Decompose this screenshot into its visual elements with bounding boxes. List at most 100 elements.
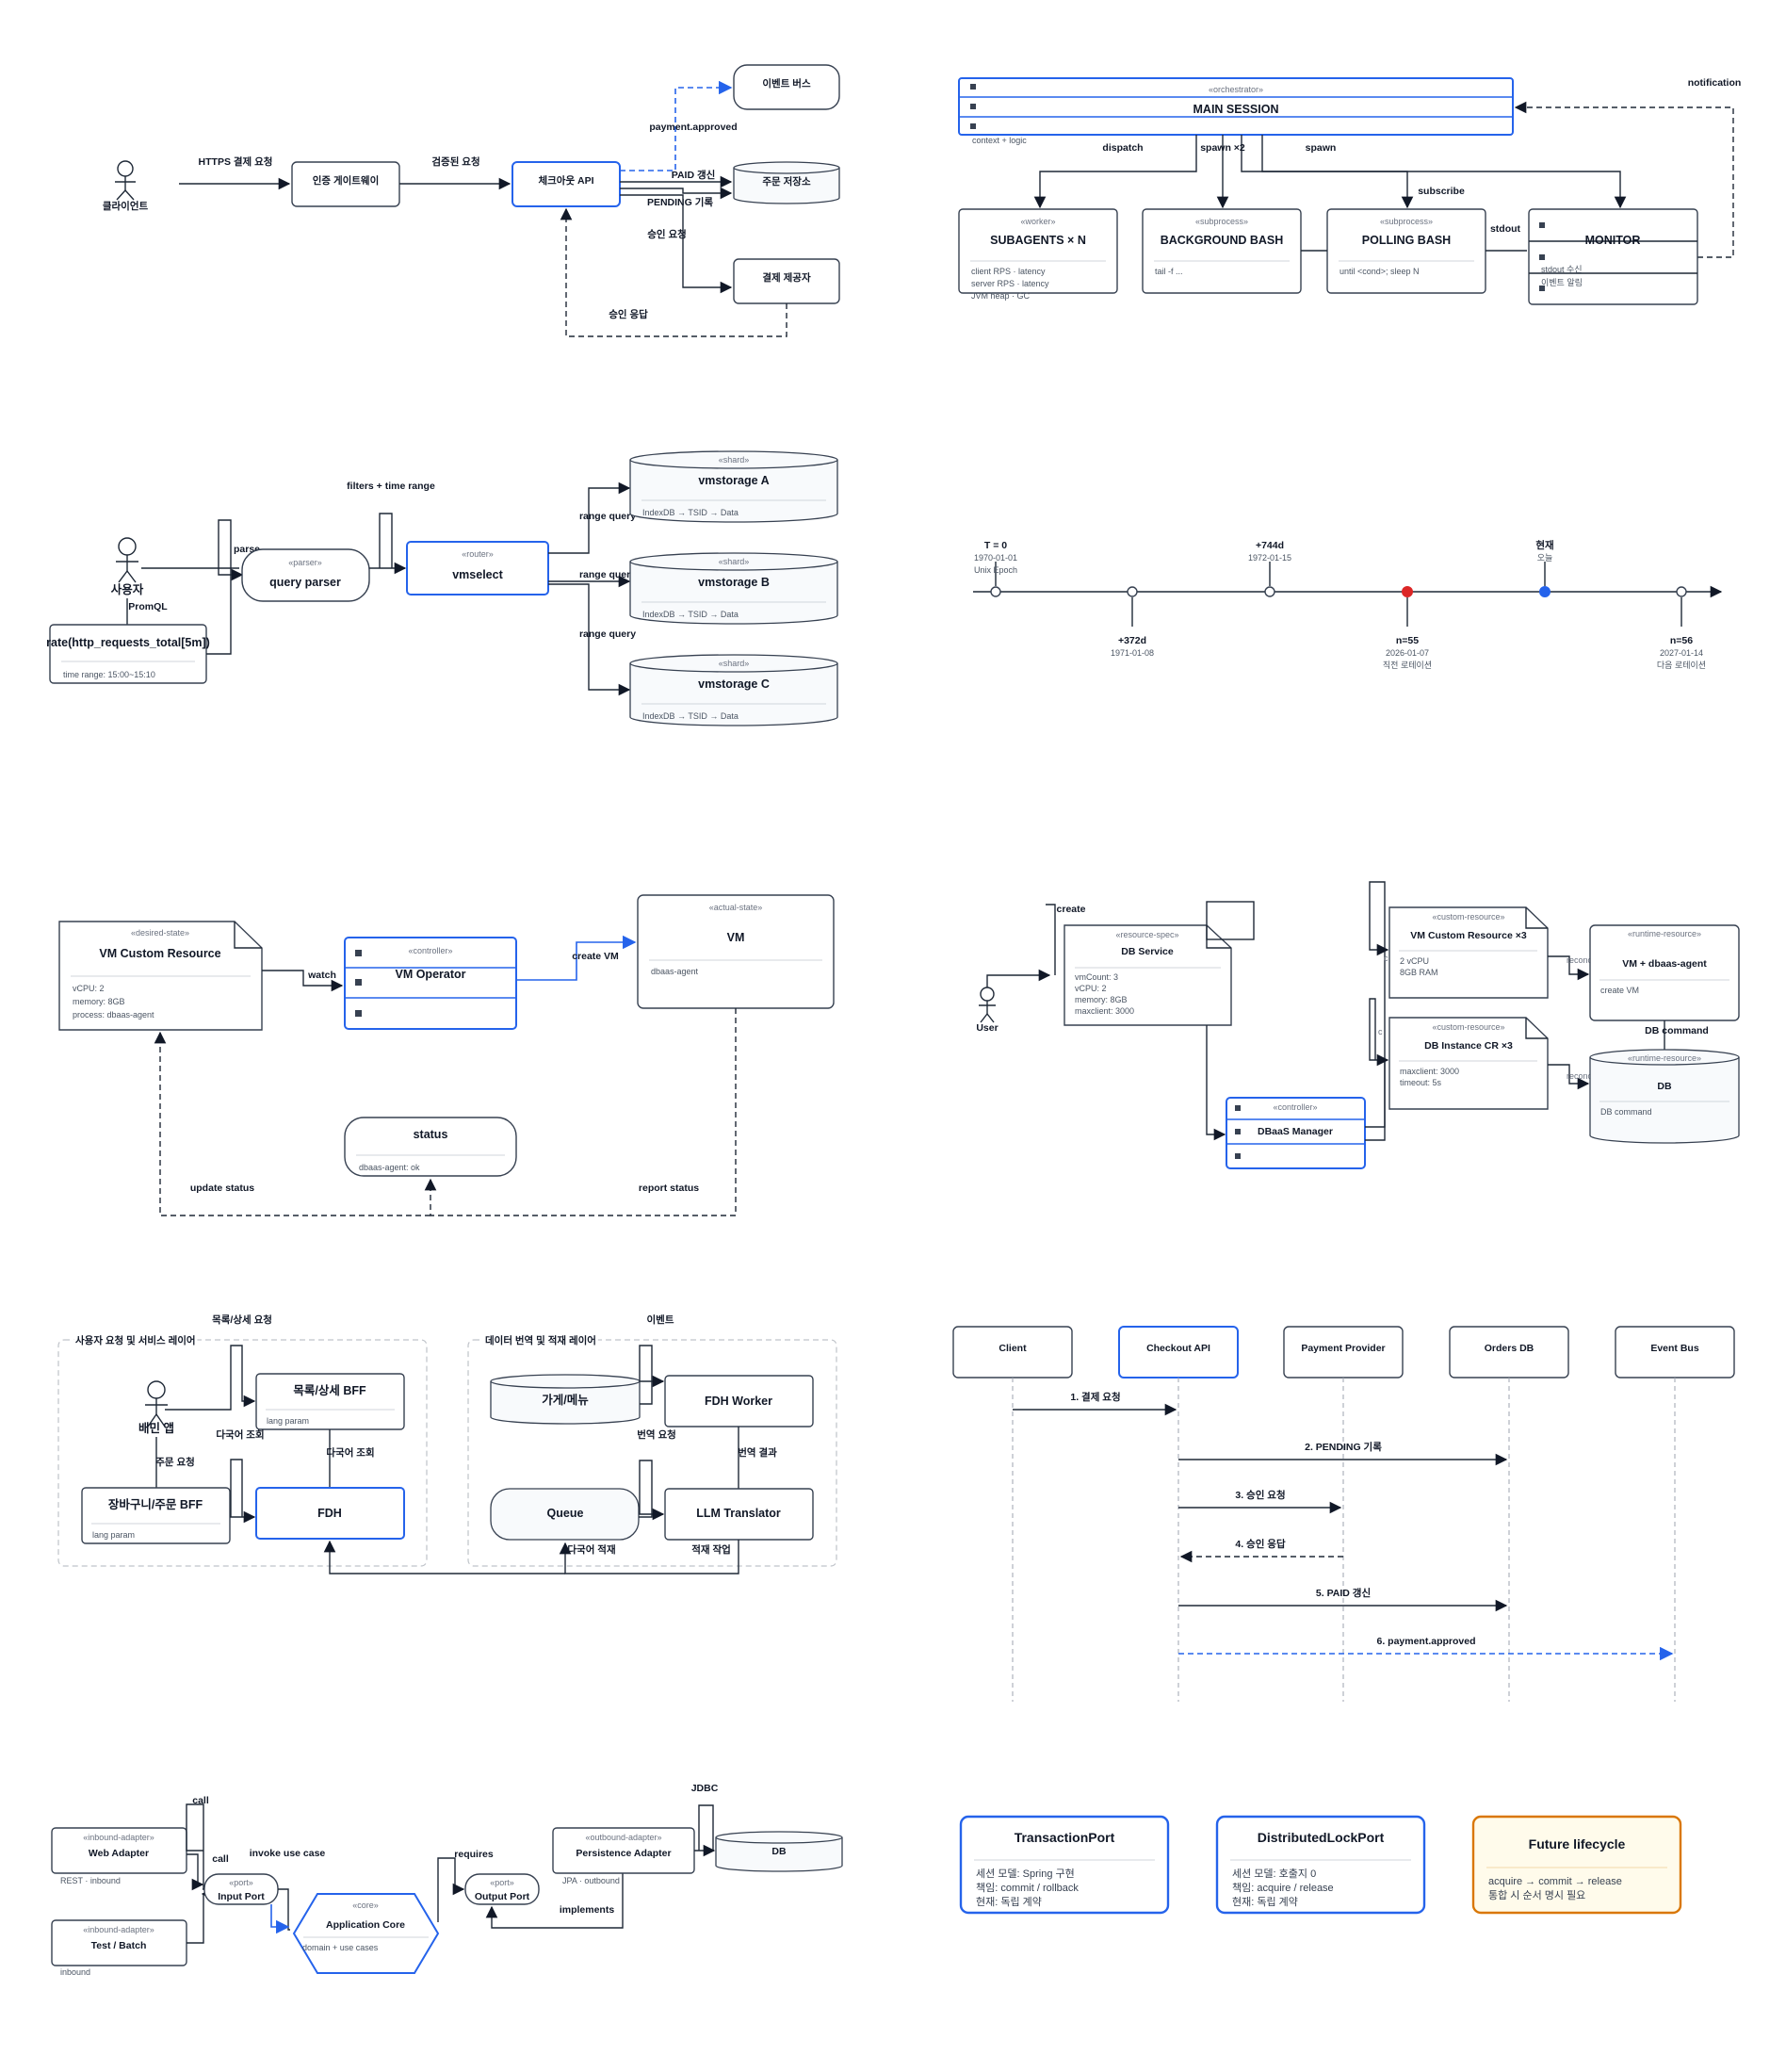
checkout-api-label: 체크아웃 API [538, 174, 593, 187]
diagram-timeline: T = 0 1970-01-01 Unix Epoch +372d 1971-0… [973, 539, 1723, 670]
edge-manager-dbcr [1365, 998, 1389, 1141]
filters-label: filters + time range [347, 481, 435, 492]
application-core-hex [292, 1893, 440, 1974]
monitor-box [1528, 208, 1698, 305]
output-port-title: Output Port [475, 1891, 530, 1902]
db-runtime-title: DB [1657, 1081, 1672, 1092]
edge-jdbc [694, 1804, 716, 1857]
group-data-layer [467, 1339, 837, 1567]
dispatch-label: dispatch [1102, 142, 1143, 154]
transaction-port-line2: 책임: commit / rollback [976, 1882, 1079, 1894]
distributed-lock-line1: 세션 모델: 호출지 0 [1232, 1868, 1316, 1880]
subagents-line1: client RPS · latency [971, 267, 1046, 276]
store-menu-label: 가게/메뉴 [542, 1393, 589, 1407]
monitor-line1: stdout 수신 [1541, 265, 1583, 274]
core-stereotype: «core» [352, 1901, 379, 1910]
diagram-sequence: Client Checkout API Payment Provider Ord… [952, 1326, 1735, 1702]
edge-pending [620, 187, 733, 200]
subagents-stereotype: «worker» [1020, 217, 1055, 226]
monitor-title: MONITOR [1585, 234, 1641, 247]
test-batch-title: Test / Batch [91, 1940, 147, 1951]
output-port-box [464, 1873, 540, 1905]
point4-label: n=55 [1396, 635, 1419, 646]
dbaas-manager-title: DBaaS Manager [1258, 1126, 1333, 1137]
vm-cr3-box [1388, 906, 1549, 999]
edge-parse [206, 519, 244, 655]
list-request-label: 목록/상세 요청 [212, 1313, 272, 1326]
db-runtime-line1: DB command [1600, 1107, 1652, 1117]
input-port-title: Input Port [218, 1891, 265, 1902]
vmselect-box [406, 541, 549, 595]
spawn-label: spawn [1306, 142, 1337, 154]
point4-note: 직전 로테이션 [1383, 661, 1432, 670]
bff-list-line1: lang param [267, 1416, 309, 1426]
point6-date: 2027-01-14 [1660, 648, 1703, 658]
point1-date: 1970-01-01 [974, 553, 1017, 563]
subagents-box [958, 208, 1118, 294]
edge-event [639, 1345, 665, 1405]
dbaas-user-label: User [976, 1022, 998, 1034]
db-runtime-stereotype: «runtime-resource» [1628, 1053, 1701, 1063]
group-user-layer-label: 사용자 요청 및 서비스 레이어 [75, 1334, 196, 1346]
web-adapter-title: Web Adapter [89, 1848, 149, 1859]
parser-label: query parser [269, 576, 341, 589]
edge-load-job [559, 1540, 739, 1574]
status-box [344, 1117, 517, 1177]
gateway-label: 인증 게이트웨이 [313, 174, 380, 187]
diagram-main-session: «orchestrator» MAIN SESSION context + lo… [958, 77, 1741, 305]
persistence-title: Persistence Adapter [576, 1848, 671, 1859]
stdout-label: stdout [1490, 223, 1521, 235]
bff-cart-box [81, 1487, 231, 1544]
edge-approve-resp-label: 승인 응답 [609, 308, 648, 320]
point5-label: 현재 [1535, 539, 1553, 551]
vm-cr-line3: process: dbaas-agent [73, 1010, 154, 1020]
diagram-hexagonal: «inbound-adapter» Web Adapter REST · inb… [51, 1783, 843, 1977]
polling-bash-title: POLLING BASH [1362, 234, 1451, 247]
future-lifecycle-line2: 통합 시 순서 명시 필요 [1488, 1889, 1585, 1901]
edge-watch [262, 970, 344, 992]
translate-req-label: 번역 요청 [637, 1428, 676, 1441]
edge-multi-lookup-2 [230, 1459, 256, 1524]
participant-provider-label: Payment Provider [1301, 1343, 1385, 1354]
event-bus-label: 이벤트 버스 [762, 77, 811, 90]
client-label: 클라이언트 [103, 200, 149, 212]
query-time-range: time range: 15:00~15:10 [63, 670, 155, 679]
invoke-label: invoke use case [250, 1848, 326, 1859]
order-store-label: 주문 저장소 [762, 175, 811, 188]
test-batch-stereotype: «inbound-adapter» [83, 1925, 154, 1934]
transaction-port-title: TransactionPort [1015, 1830, 1115, 1845]
participant-bus-label: Event Bus [1650, 1343, 1699, 1354]
edge-test-input [187, 1887, 214, 1944]
timeline-point-1: T = 0 1970-01-01 Unix Epoch [974, 540, 1017, 597]
edge-paid-label: PAID 갱신 [672, 169, 716, 181]
llm-title: LLM Translator [696, 1507, 781, 1520]
spawn2-label: spawn ×2 [1200, 142, 1245, 154]
background-bash-title: BACKGROUND BASH [1161, 234, 1284, 247]
requires-label: requires [454, 1849, 494, 1860]
reconcile-db-label: reconcile [1567, 1071, 1600, 1081]
subagents-title: SUBAGENTS × N [990, 234, 1086, 247]
edge-approve-req [620, 194, 733, 294]
diagram-port-cards: TransactionPort 세션 모델: Spring 구현 책임: com… [959, 1815, 1682, 1915]
main-stereotype: «orchestrator» [1209, 85, 1263, 94]
point3-date: 1972-01-15 [1248, 553, 1291, 563]
timeline-point-6: n=56 2027-01-14 다음 로테이션 [1657, 586, 1706, 670]
timeline-point-3: +744d 1972-01-15 [1248, 540, 1291, 597]
shard-a-detail: IndexDB → TSID → Data [642, 508, 739, 517]
timeline-point-5: 현재 오늘 [1535, 539, 1554, 597]
db-cr3-stereotype: «custom-resource» [1432, 1022, 1504, 1032]
subagents-line3: JVM heap · GC [971, 291, 1031, 301]
edge-range-c [548, 583, 631, 696]
monitor-line2: 이벤트 알림 [1541, 277, 1583, 287]
edge-https-label: HTTPS 결제 요청 [199, 155, 273, 168]
subscribe-label: subscribe [1418, 186, 1465, 197]
db-cr3-box [1388, 1017, 1549, 1110]
query-text: rate(http_requests_total[5m]) [46, 636, 210, 649]
web-adapter-stereotype: «inbound-adapter» [83, 1833, 154, 1842]
transaction-port-card [959, 1815, 1170, 1915]
vm-agent-title: VM + dbaas-agent [1622, 958, 1707, 970]
vmselect-stereotype: «router» [462, 549, 494, 559]
db-service-line3: memory: 8GB [1075, 995, 1128, 1004]
message-2-label: 2. PENDING 기록 [1305, 1441, 1382, 1453]
